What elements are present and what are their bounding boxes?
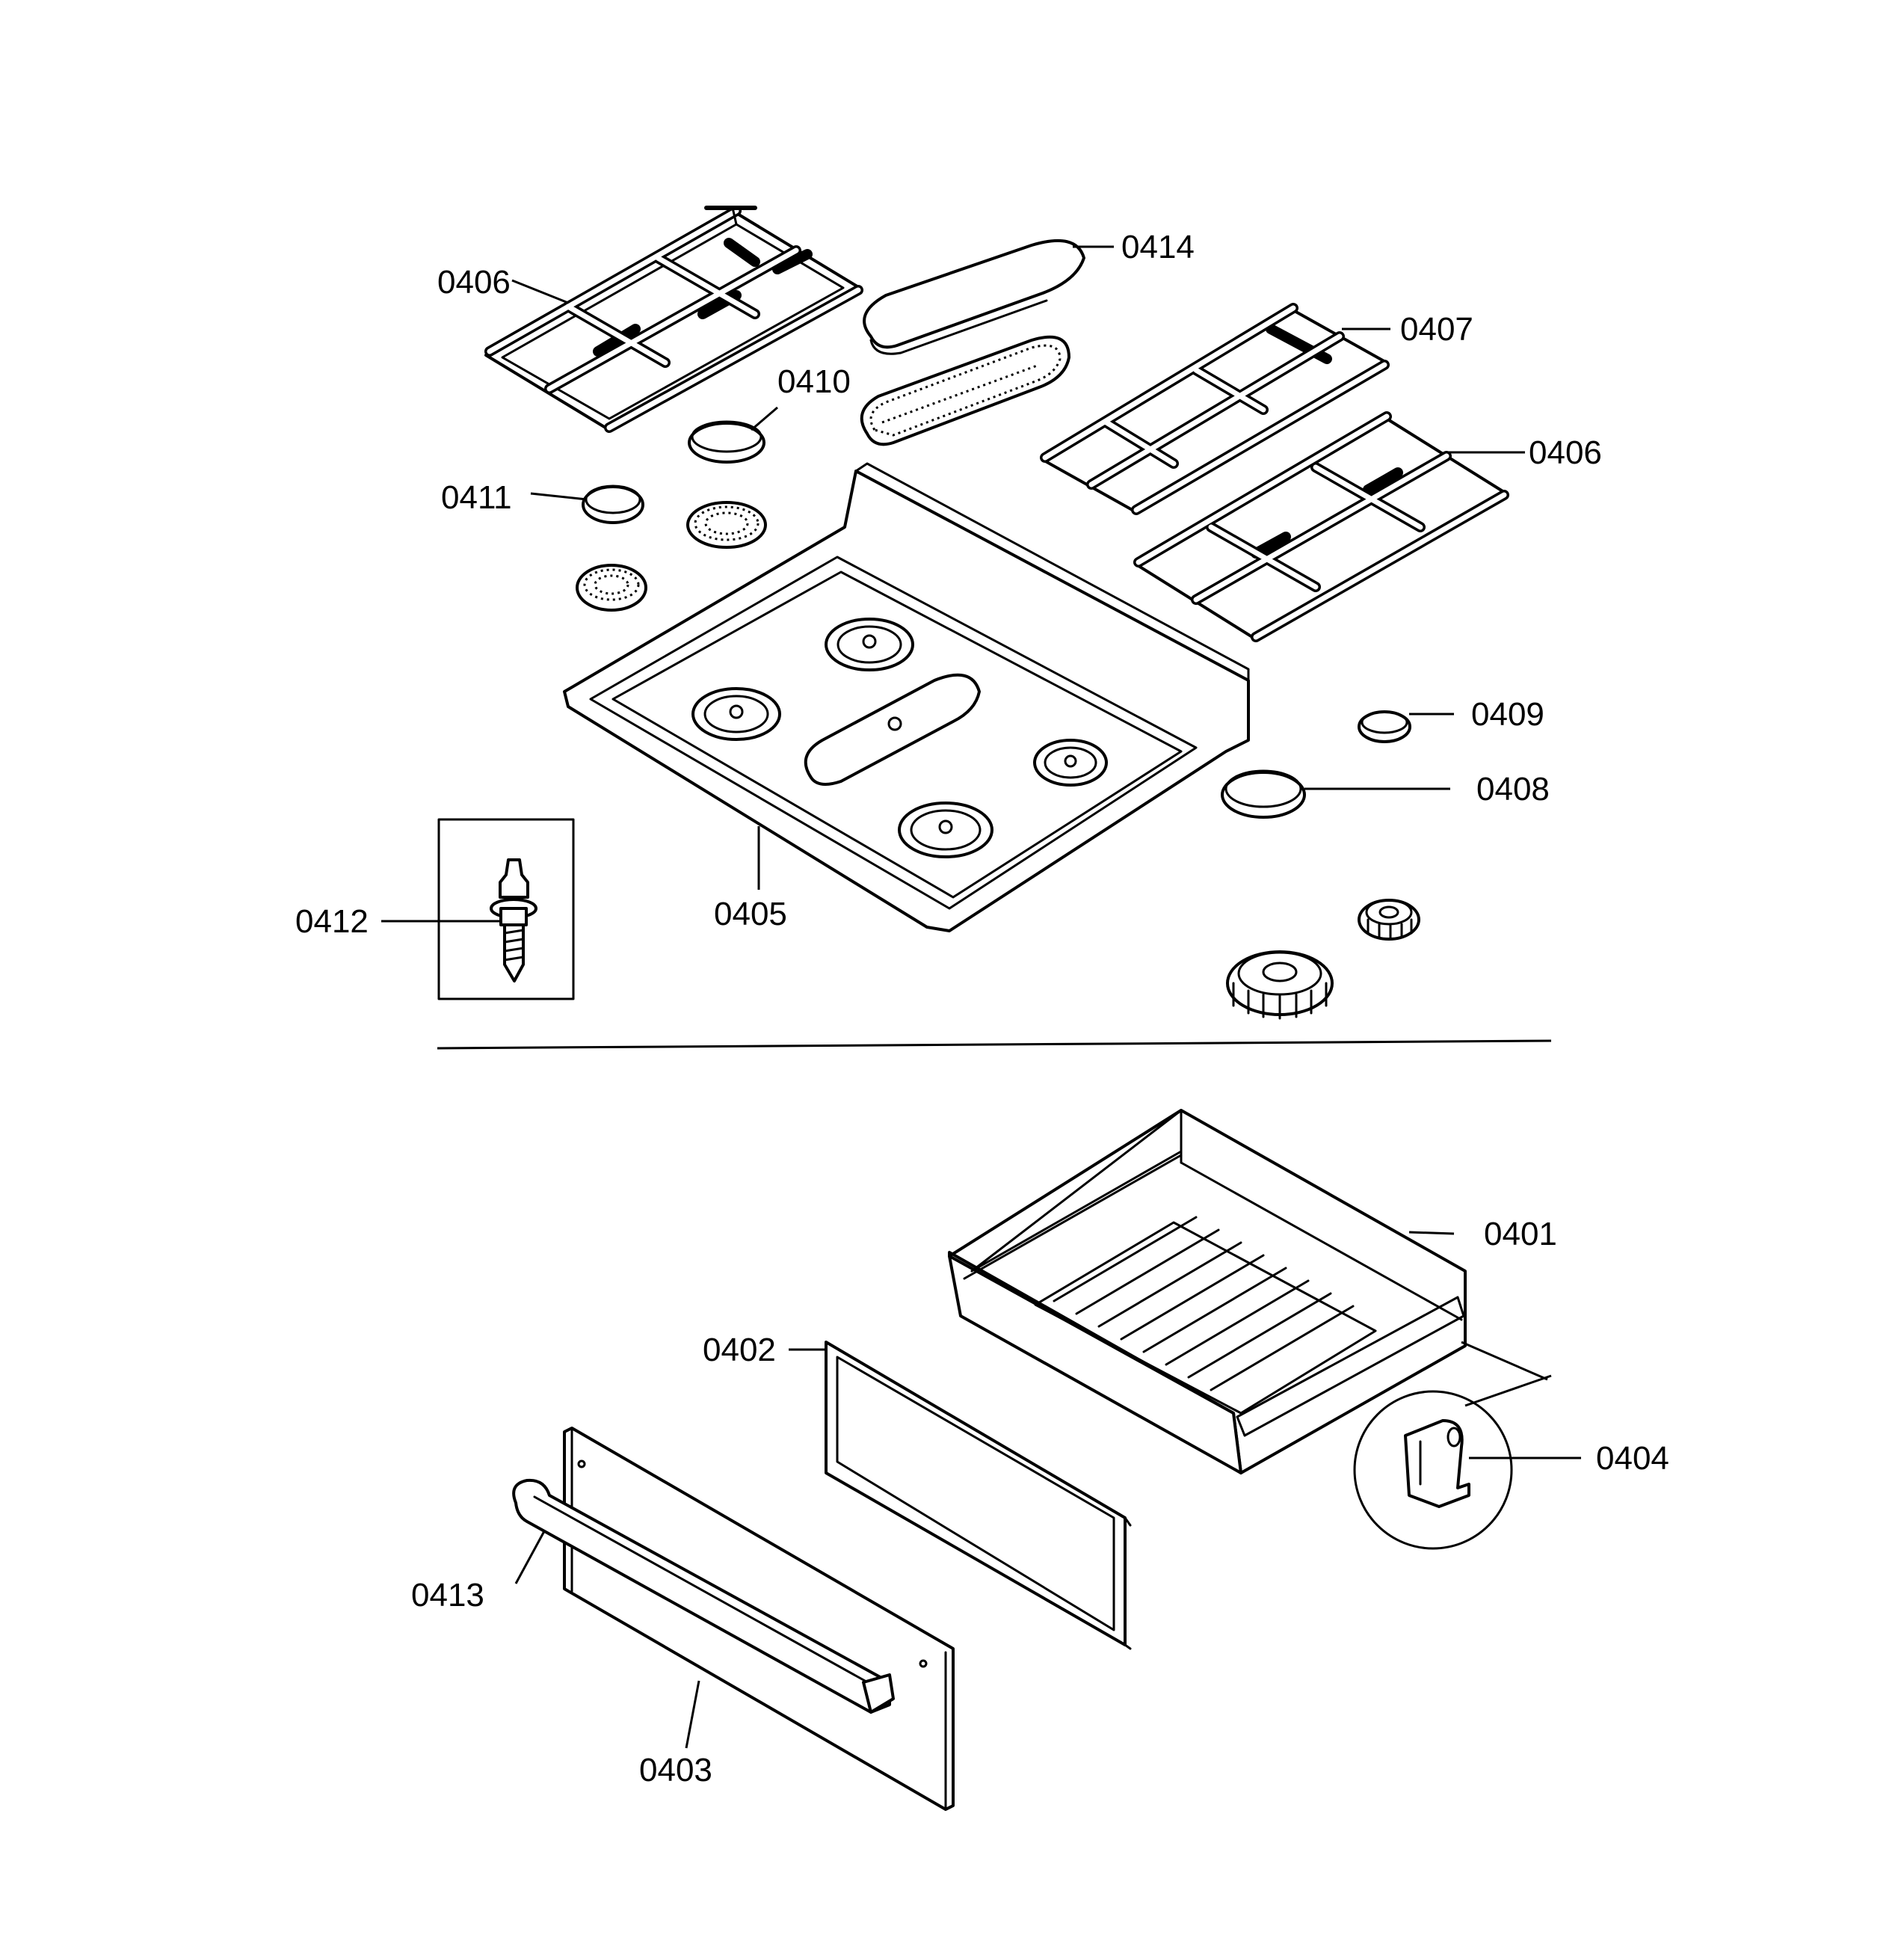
callout-0401: 0401: [1484, 1216, 1557, 1252]
grate-0407: [1040, 303, 1390, 515]
callout-0406-right: 0406: [1529, 434, 1602, 471]
handle-0413: [512, 1478, 895, 1714]
callout-0407: 0407: [1400, 311, 1473, 348]
burner-cap-0408: [1221, 769, 1306, 819]
callout-0405: 0405: [714, 896, 787, 932]
grate-0406-left: [484, 206, 863, 433]
screw-0412: [437, 818, 575, 1000]
callout-0406-left: 0406: [437, 264, 511, 301]
burner-base-0411: [576, 564, 647, 612]
section-divider: [437, 1039, 1552, 1050]
burner-cap-0411: [582, 485, 644, 524]
callout-0408: 0408: [1476, 771, 1550, 808]
callout-0414: 0414: [1121, 229, 1195, 265]
burner-base-0409: [1358, 899, 1420, 941]
door-liner-0402: [825, 1341, 1132, 1650]
callout-0413: 0413: [411, 1577, 484, 1614]
callout-0409: 0409: [1471, 696, 1544, 733]
callout-0402: 0402: [703, 1332, 776, 1368]
detail-bracket-0404: [1353, 1341, 1552, 1550]
callout-0404: 0404: [1596, 1440, 1669, 1477]
burner-base-0408: [1226, 950, 1334, 1020]
cooktop-0405: [563, 462, 1250, 932]
callout-0410: 0410: [777, 363, 851, 400]
burner-cap-0409: [1358, 710, 1411, 743]
burner-cap-0410: [688, 420, 765, 464]
callout-0403: 0403: [639, 1752, 712, 1788]
callout-0412: 0412: [295, 903, 369, 940]
oval-cap-0414: [863, 239, 1085, 355]
callout-0411: 0411: [441, 479, 512, 516]
grate-0406-right: [1133, 411, 1509, 642]
burner-base-0410: [686, 501, 767, 549]
oval-burner: [860, 335, 1070, 446]
drawer-0401: [948, 1109, 1467, 1474]
leader-lines: [381, 245, 1581, 1749]
